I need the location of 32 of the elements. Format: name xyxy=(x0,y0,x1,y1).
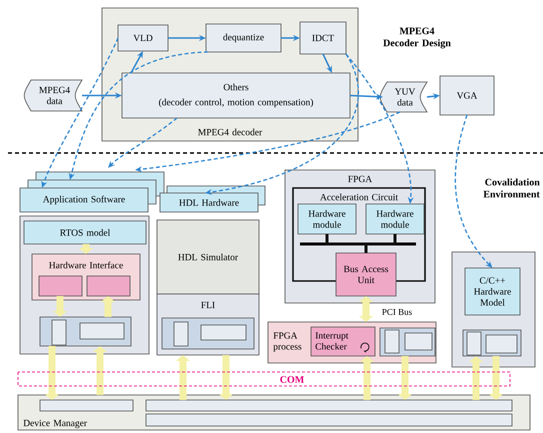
process-box: VGA xyxy=(440,76,494,116)
simulator-box: HDL Simulator xyxy=(156,220,260,294)
channel-bar xyxy=(40,400,134,412)
module-box: Hardware module xyxy=(298,204,356,234)
register-box xyxy=(86,276,130,296)
node-label: Application Software xyxy=(42,196,125,204)
heading: MPEG4 Decoder Design xyxy=(383,28,451,48)
stacked-box: HDL Hardware xyxy=(160,186,266,212)
heading: Covalidation Environment xyxy=(483,178,540,198)
process-box: Others (decoder control, motion compensation) xyxy=(122,72,350,118)
register-box xyxy=(38,276,82,296)
band-label: COM xyxy=(280,376,304,383)
process-box: IDCT xyxy=(300,22,346,54)
module-box: RTOS model xyxy=(24,220,146,244)
model-box: C/C++ Hardware Model xyxy=(464,268,520,316)
data-tape: MPEG4 data xyxy=(24,80,82,112)
process-box: VLD xyxy=(118,24,168,52)
port-box xyxy=(162,318,254,350)
stacked-box: Application Software xyxy=(20,172,164,212)
checker-box: Interrupt Checker xyxy=(310,326,376,356)
process-box: dequantize xyxy=(206,24,282,52)
edge-label: PCI Bus xyxy=(381,308,413,316)
channel-bar xyxy=(146,400,512,412)
module-box: Hardware module xyxy=(366,204,424,234)
port-box xyxy=(40,316,132,346)
port-box xyxy=(462,330,522,356)
module-box: Bus Access Unit xyxy=(336,252,396,296)
arrow xyxy=(454,114,492,268)
arrow xyxy=(358,296,374,322)
channel-bar xyxy=(146,414,512,426)
data-tape: YUV data xyxy=(380,82,428,112)
port-box xyxy=(380,328,436,356)
